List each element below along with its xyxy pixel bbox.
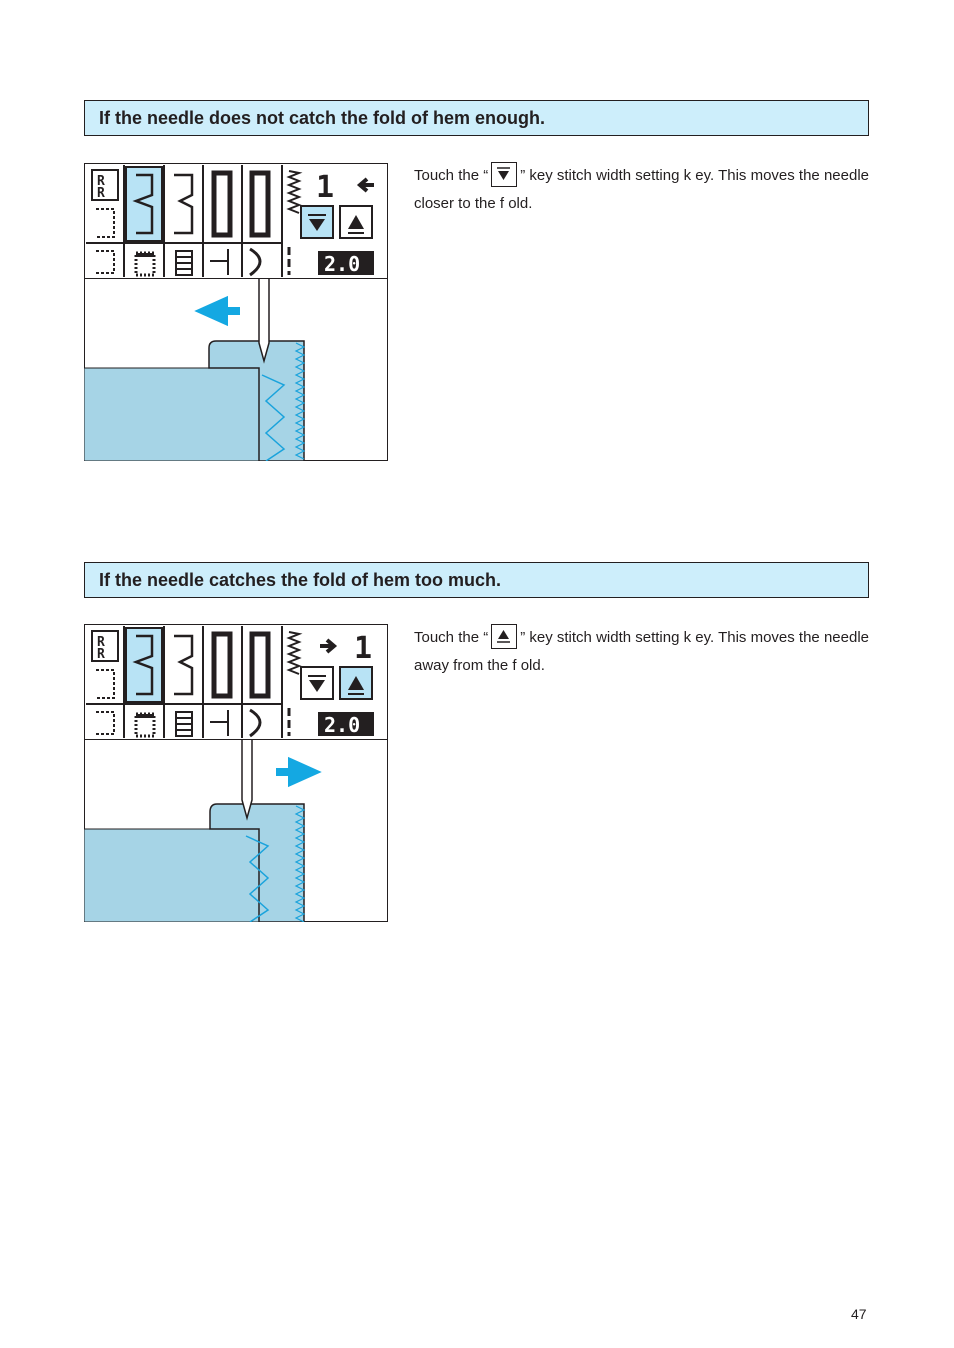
blue-left-arrow-icon [194,295,240,327]
instruction-text-2: Touch the “ ” key stitch width setting k… [414,623,874,680]
lcd-illustration-1: R R 1 2.0 [84,163,388,461]
left-arrow-icon [356,177,374,193]
lcd-illustration-2: R R 1 2.0 [84,624,388,922]
section-title-2: If the needle catches the fold of hem to… [99,570,502,590]
svg-text:R: R [97,174,105,189]
width-value: 2.0 [324,713,360,737]
section-title-1: If the needle does not catch the fold of… [99,108,546,128]
svg-text:R: R [97,635,105,650]
lcd-digit: 1 [354,631,372,666]
page-number: 47 [851,1306,867,1322]
blue-right-arrow-icon [276,756,322,788]
instruction-text-1: Touch the “ ” key stitch width setting k… [414,161,874,218]
section-header-1: If the needle does not catch the fold of… [84,100,869,136]
needle-up-key-icon [491,623,518,649]
needle-down-key-icon [491,161,518,187]
lcd-digit: 1 [316,170,334,205]
svg-text:R: R [97,186,105,201]
width-value: 2.0 [324,252,360,276]
right-arrow-icon [320,638,338,654]
section-header-2: If the needle catches the fold of hem to… [84,562,869,598]
svg-text:R: R [97,647,105,662]
